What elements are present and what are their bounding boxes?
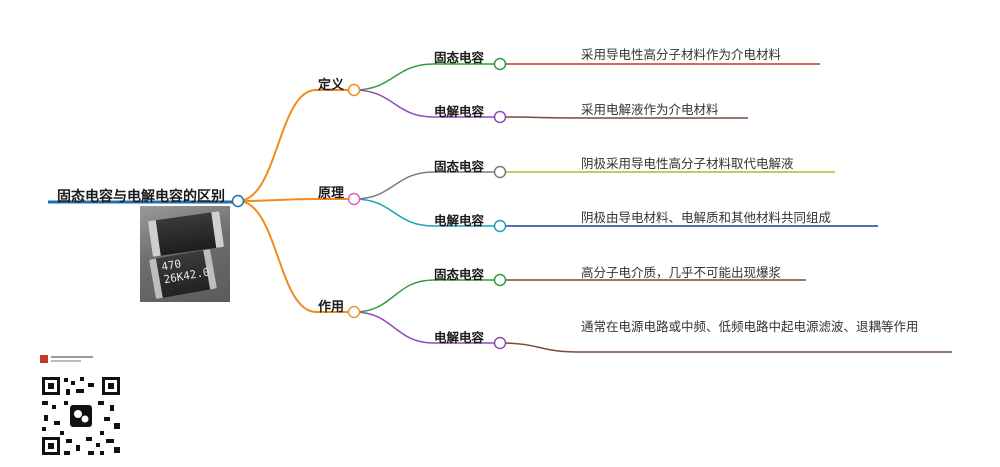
branch-connector-function [237,200,354,313]
node-function-solid[interactable] [493,273,507,287]
sub-connector-principle-electrolytic [353,198,500,227]
capacitor-chip-top [147,211,225,257]
branch-definition[interactable]: 定义 [318,78,345,93]
node-definition-electrolytic[interactable] [493,110,507,124]
node-principle-electrolytic[interactable] [493,219,507,233]
sub-principle-electrolytic[interactable]: 电解电容 [434,213,485,228]
sub-function-solid[interactable]: 固态电容 [434,267,485,282]
branch-connector-definition [237,89,354,202]
branch-connector-principle [237,198,354,202]
sub-definition-solid[interactable]: 固态电容 [434,50,485,65]
brand-logo-icon [40,355,93,363]
sub-connector-function-solid [353,279,500,313]
sub-function-electrolytic[interactable]: 电解电容 [434,330,485,345]
sub-principle-solid[interactable]: 固态电容 [434,159,485,174]
qr-code-icon [40,375,122,457]
sub-definition-electrolytic[interactable]: 电解电容 [434,104,485,119]
node-branch-principle[interactable] [347,192,361,206]
leaf-principle-electrolytic: 阴极由导电材料、电解质和其他材料共同组成 [581,210,832,225]
leaf-connector-definition-electrolytic [499,116,748,119]
node-root[interactable] [231,194,245,208]
leaf-definition-electrolytic: 采用电解液作为介电材料 [581,102,719,117]
leaf-function-solid: 高分子电介质，几乎不可能出现爆浆 [581,265,782,280]
node-branch-function[interactable] [347,305,361,319]
leaf-connector-function-electrolytic [499,342,952,353]
node-function-electrolytic[interactable] [493,336,507,350]
node-principle-solid[interactable] [493,165,507,179]
sub-connector-principle-solid [353,171,500,200]
root-topic: 固态电容与电解电容的区别 [57,189,225,205]
sub-connector-definition-solid [353,63,500,91]
branch-principle[interactable]: 原理 [318,186,345,201]
leaf-principle-solid: 阴极采用导电性高分子材料取代电解液 [581,156,794,171]
node-definition-solid[interactable] [493,57,507,71]
capacitor-photo: 470 26K42.0 [140,206,230,302]
node-branch-definition[interactable] [347,83,361,97]
sub-connector-function-electrolytic [353,311,500,344]
branch-function[interactable]: 作用 [318,300,345,315]
capacitor-chip-bottom: 470 26K42.0 [148,248,218,300]
leaf-function-electrolytic: 通常在电源电路或中频、低频电路中起电源滤波、退耦等作用 [581,319,919,334]
leaf-definition-solid: 采用导电性高分子材料作为介电材料 [581,47,782,62]
sub-connector-definition-electrolytic [353,89,500,118]
